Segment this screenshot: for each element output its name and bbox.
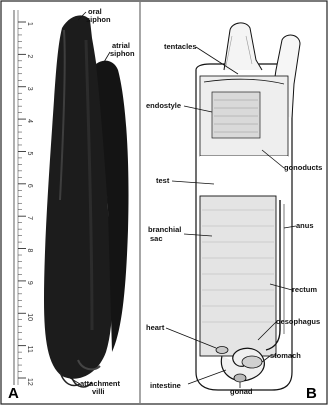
label-atrial-siphon-line2: siphon [110, 49, 135, 58]
endostyle-structure [212, 92, 260, 138]
ruler-number: 10 [26, 313, 33, 321]
label-heart: heart [146, 323, 165, 332]
label-oesophagus: oesophagus [276, 317, 320, 326]
label-gonoducts: gonoducts [284, 163, 322, 172]
ruler-number: 9 [26, 281, 33, 285]
panel-b-letter: B [306, 385, 317, 402]
branchial-sac-region [200, 196, 276, 356]
label-branchial-sac-line2: sac [150, 234, 163, 243]
label-endostyle: endostyle [146, 101, 181, 110]
ruler-number: 6 [26, 184, 33, 188]
label-anus: anus [296, 221, 314, 230]
stomach-shape [242, 356, 262, 368]
label-gonad: gonad [230, 387, 253, 396]
ruler-number: 7 [26, 216, 33, 220]
ruler-number: 3 [26, 87, 33, 91]
label-rectum: rectum [292, 285, 317, 294]
ruler-number: 4 [26, 119, 33, 123]
label-tentacles: tentacles [164, 42, 197, 51]
ruler-number: 11 [26, 346, 33, 353]
tunicate-specimen [44, 15, 129, 387]
ruler-number: 8 [26, 249, 33, 253]
gonad-shape [234, 374, 246, 382]
heart-shape [216, 347, 228, 354]
ruler-number: 5 [26, 151, 33, 155]
label-branchial-sac-line1: branchial [148, 225, 181, 234]
ruler-number: 2 [26, 54, 33, 58]
label-oral-siphon-line2: siphon [86, 15, 111, 24]
label-test: test [156, 176, 170, 185]
ruler-number: 12 [26, 378, 33, 386]
ruler-number: 1 [26, 22, 33, 26]
label-attachment-villi-line2: villi [92, 387, 105, 396]
label-intestine: intestine [150, 381, 181, 390]
panel-a-letter: A [8, 385, 19, 402]
label-stomach: stomach [270, 351, 301, 360]
